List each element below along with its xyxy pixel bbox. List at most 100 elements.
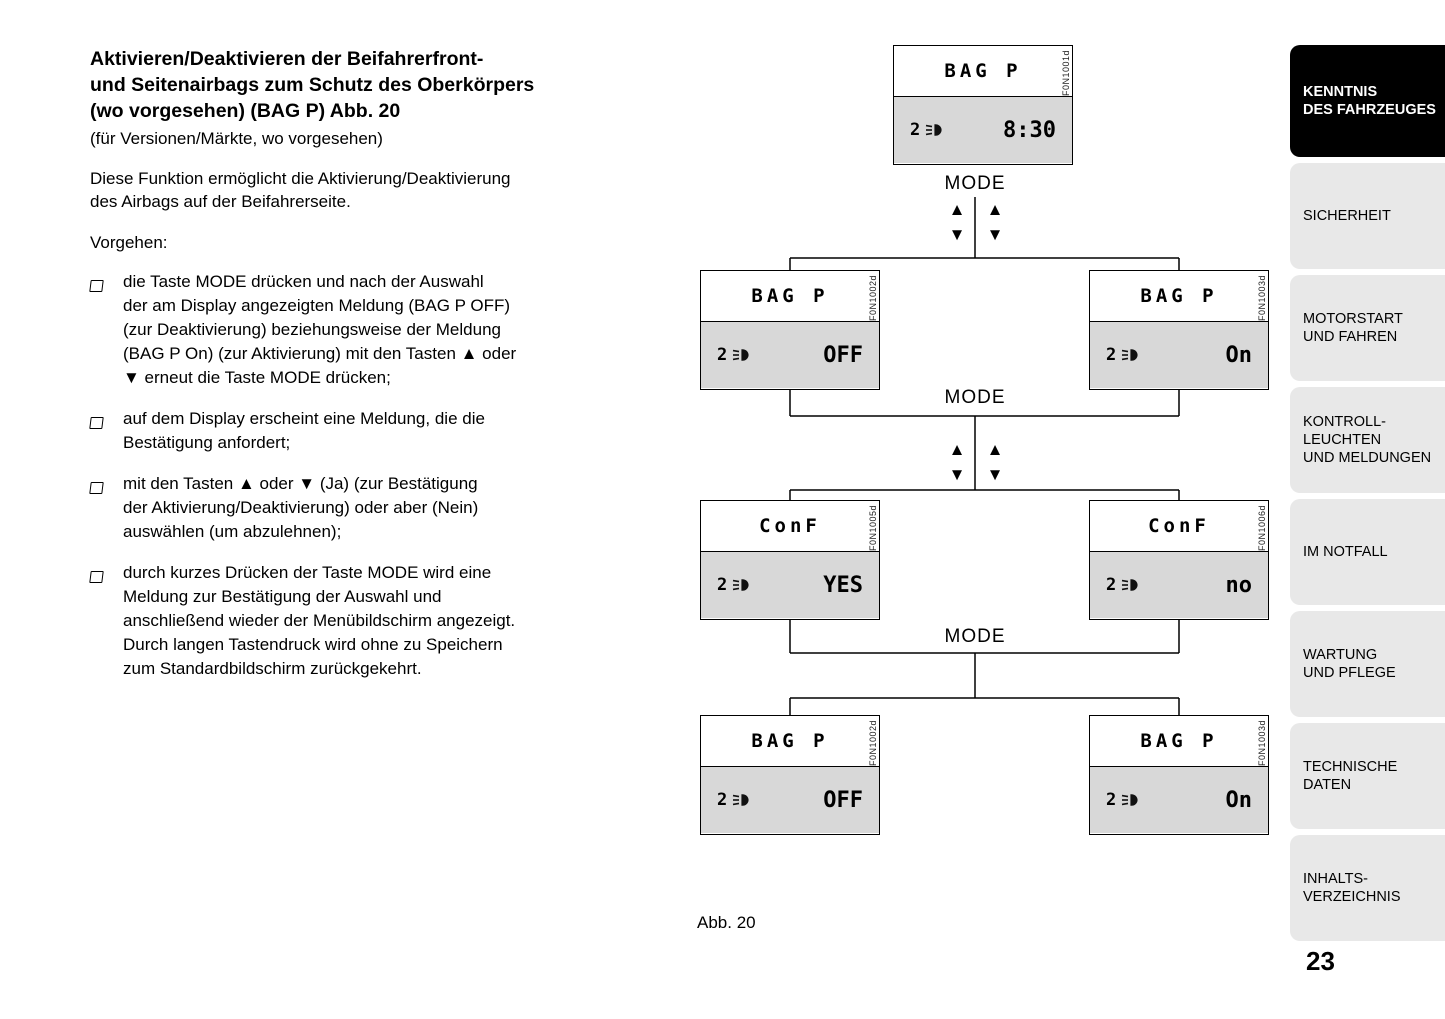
mode-button-label: MODE (944, 173, 1006, 194)
headlight-icon (1121, 578, 1139, 592)
display-value: On (1225, 787, 1253, 813)
display-title: BAG P (751, 730, 829, 752)
display-upper-row: BAG P F0N1001d (894, 46, 1072, 96)
mode-button-label: MODE (944, 387, 1006, 408)
up-arrow-icon: ▲ (986, 440, 1004, 459)
tab-label: SICHERHEIT (1303, 208, 1391, 224)
display-lower-row: 2 On (1090, 321, 1268, 388)
down-arrow-icon: ▼ (986, 225, 1004, 244)
display-bagp-off: BAG P F0N1002d 2 OFF (700, 270, 880, 390)
chapter-tab-sidebar: KENNTNIS DES FAHRZEUGES SICHERHEIT MOTOR… (1290, 45, 1445, 947)
headlight-icon (1121, 348, 1139, 362)
display-value: no (1225, 572, 1253, 598)
display-counter: 2 (1106, 345, 1117, 365)
tab-label: KENNTNIS DES FAHRZEUGES (1303, 84, 1436, 118)
display-value: OFF (823, 342, 863, 368)
display-left-group: 2 (910, 120, 943, 140)
figure-code: F0N1005d (868, 505, 878, 552)
display-upper-row: BAG P F0N1002d (701, 271, 879, 321)
tab-label: IM NOTFALL (1303, 544, 1388, 560)
bullet-text: durch kurzes Drücken der Taste MODE wird… (123, 563, 516, 678)
tab-sicherheit[interactable]: SICHERHEIT (1290, 163, 1445, 269)
list-item: auf dem Display erscheint eine Meldung, … (89, 407, 670, 455)
tab-wartung-und-pflege[interactable]: WARTUNG UND PFLEGE (1290, 611, 1445, 717)
display-left-group: 2 (717, 345, 750, 365)
tab-label: KONTROLL- LEUCHTEN UND MELDUNGEN (1303, 414, 1432, 466)
display-lower-row: 2 no (1090, 551, 1268, 618)
display-conf-yes: ConF F0N1005d 2 YES (700, 500, 880, 620)
display-lower-row: 2 8:30 (894, 96, 1072, 163)
display-lower-row: 2 OFF (701, 321, 879, 388)
display-upper-row: BAG P F0N1003d (1090, 271, 1268, 321)
down-arrow-icon: ▼ (986, 465, 1004, 484)
bullet-list: die Taste MODE drücken und nach der Ausw… (89, 270, 670, 681)
display-counter: 2 (717, 575, 728, 595)
mode-flow-diagram: BAG P F0N1001d 2 8:30 MODE ▲ ▲ ▼ ▼ BAG P (690, 40, 1290, 920)
down-arrow-icon: ▼ (948, 465, 966, 484)
figure-code: F0N1006d (1257, 505, 1267, 552)
display-value: YES (823, 572, 863, 598)
display-counter: 2 (717, 790, 728, 810)
display-upper-row: ConF F0N1006d (1090, 501, 1268, 551)
display-value: On (1225, 342, 1253, 368)
display-left-group: 2 (1106, 345, 1139, 365)
bullet-square-icon (89, 561, 123, 681)
tab-im-notfall[interactable]: IM NOTFALL (1290, 499, 1445, 605)
display-lower-row: 2 On (1090, 766, 1268, 833)
display-bagp-on-confirmed: BAG P F0N1003d 2 On (1089, 715, 1269, 835)
up-arrow-icon: ▲ (986, 200, 1004, 219)
page-number: 23 (1306, 946, 1335, 976)
display-upper-row: BAG P F0N1002d (701, 716, 879, 766)
display-title: BAG P (751, 285, 829, 307)
display-title: BAG P (1140, 730, 1218, 752)
section-title: Aktivieren/Deaktivieren der Beifahrerfro… (90, 48, 535, 122)
bullet-text: mit den Tasten ▲ oder ▼ (Ja) (zur Bestät… (123, 474, 479, 541)
tab-label: MOTORSTART UND FAHREN (1303, 311, 1403, 345)
bullet-square-icon (89, 472, 123, 544)
display-title: ConF (1148, 515, 1210, 537)
bullet-text: die Taste MODE drücken und nach der Ausw… (123, 272, 517, 387)
down-arrow-icon: ▼ (948, 225, 966, 244)
display-left-group: 2 (1106, 790, 1139, 810)
figure-code: F0N1002d (868, 720, 878, 767)
display-title: BAG P (944, 60, 1022, 82)
tab-inhaltsverzeichnis[interactable]: INHALTS- VERZEICHNIS (1290, 835, 1445, 941)
display-upper-row: BAG P F0N1003d (1090, 716, 1268, 766)
list-item: durch kurzes Drücken der Taste MODE wird… (89, 561, 670, 681)
display-lower-row: 2 YES (701, 551, 879, 618)
mode-button-label: MODE (944, 626, 1006, 647)
tab-kenntnis-des-fahrzeuges[interactable]: KENNTNIS DES FAHRZEUGES (1290, 45, 1445, 157)
display-upper-row: ConF F0N1005d (701, 501, 879, 551)
figure-code: F0N1003d (1257, 720, 1267, 767)
figure-code: F0N1003d (1257, 275, 1267, 322)
tab-motorstart-und-fahren[interactable]: MOTORSTART UND FAHREN (1290, 275, 1445, 381)
display-value: 8:30 (1003, 117, 1056, 143)
figure-caption: Abb. 20 (697, 913, 756, 932)
display-left-group: 2 (717, 575, 750, 595)
intro-paragraph: Diese Funktion ermöglicht die Aktivierun… (90, 169, 511, 211)
display-left-group: 2 (1106, 575, 1139, 595)
text-column: Aktivieren/Deaktivieren der Beifahrerfro… (89, 46, 670, 698)
display-counter: 2 (910, 120, 921, 140)
headlight-icon (732, 578, 750, 592)
bullet-text: auf dem Display erscheint eine Meldung, … (123, 409, 485, 452)
tab-label: WARTUNG UND PFLEGE (1303, 647, 1396, 681)
display-title: BAG P (1140, 285, 1218, 307)
up-arrow-icon: ▲ (948, 440, 966, 459)
headlight-icon (1121, 793, 1139, 807)
bullet-square-icon (89, 270, 123, 390)
headlight-icon (732, 348, 750, 362)
up-arrow-icon: ▲ (948, 200, 966, 219)
headlight-icon (732, 793, 750, 807)
tab-kontrollleuchten-und-meldungen[interactable]: KONTROLL- LEUCHTEN UND MELDUNGEN (1290, 387, 1445, 493)
tab-technische-daten[interactable]: TECHNISCHE DATEN (1290, 723, 1445, 829)
list-item: mit den Tasten ▲ oder ▼ (Ja) (zur Bestät… (89, 472, 670, 544)
display-counter: 2 (717, 345, 728, 365)
display-counter: 2 (1106, 790, 1117, 810)
tab-label: INHALTS- VERZEICHNIS (1303, 871, 1401, 905)
bullet-square-icon (89, 407, 123, 455)
headlight-icon (925, 123, 943, 137)
display-left-group: 2 (717, 790, 750, 810)
display-conf-no: ConF F0N1006d 2 no (1089, 500, 1269, 620)
